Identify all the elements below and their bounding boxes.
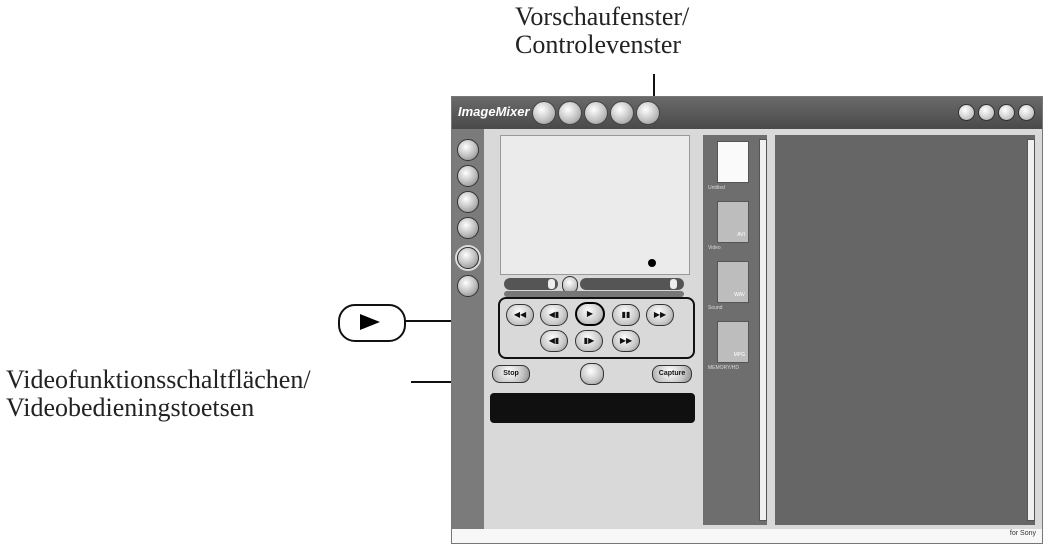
next-button[interactable]: ▶▶ [612, 330, 640, 352]
video-controls-group: ◀◀ ◀▮ ▶ ▮▮ ▶▶ ◀▮ ▮▶ ▶▶ [498, 297, 695, 359]
video-callout-line2: Videobedieningstoetsen [6, 393, 255, 422]
volume-slider[interactable] [504, 278, 558, 290]
toolbar-button-1[interactable] [532, 101, 556, 125]
untitled-thumbnail[interactable] [717, 141, 749, 183]
play-button-callout [338, 304, 406, 342]
record-button[interactable] [580, 363, 604, 385]
fast-forward-button[interactable]: ▶▶ [646, 304, 674, 326]
footer-bar: for Sony [452, 529, 1042, 543]
content-panel [775, 135, 1035, 525]
media-type-panel: Untitled AVI Video WAV Sound MPG MEMORY/… [703, 135, 767, 525]
print-icon[interactable] [457, 275, 479, 297]
status-display [490, 393, 695, 423]
toolbar-button-4[interactable] [610, 101, 634, 125]
app-logo: ImageMixer [458, 104, 530, 119]
step-forward-button[interactable]: ▮▶ [575, 330, 603, 352]
video-capture-icon[interactable] [457, 247, 479, 269]
position-slider[interactable] [580, 278, 684, 290]
album-icon[interactable] [457, 165, 479, 187]
step-back-button[interactable]: ◀▮ [540, 330, 568, 352]
position-slider-thumb[interactable] [670, 279, 677, 289]
edit-icon[interactable] [457, 217, 479, 239]
prev-frame-button[interactable]: ◀▮ [540, 304, 568, 326]
volume-slider-thumb[interactable] [548, 279, 555, 289]
thumbnail-format: MPG [733, 352, 745, 358]
capture-button[interactable]: Capture [652, 365, 692, 383]
brand-label: for Sony [1009, 530, 1036, 537]
sound-thumbnail[interactable]: WAV [717, 261, 749, 303]
video-thumbnail[interactable]: AVI [717, 201, 749, 243]
disc-icon[interactable] [457, 191, 479, 213]
seek-bar[interactable] [504, 291, 684, 297]
title-bar: ImageMixer [452, 97, 1042, 129]
thumbnail-label: MEMORY/HD [708, 365, 740, 371]
media-panel-scrollbar[interactable] [759, 139, 767, 521]
video-buttons-callout: Videofunktionsschaltflächen/ Videobedien… [6, 366, 311, 422]
minimize-icon[interactable] [998, 104, 1015, 121]
thumbnail-label: Video [708, 245, 721, 251]
video-callout-line1: Videofunktionsschaltflächen/ [6, 365, 311, 394]
import-icon[interactable] [457, 139, 479, 161]
imagemixer-window: ImageMixer ◀◀ ◀▮ ▶ ▮▮ ▶▶ ◀▮ ▮▶ ▶▶ [451, 96, 1043, 544]
preview-window-callout: Vorschaufenster/ Controlevenster [515, 3, 689, 59]
rewind-button[interactable]: ◀◀ [506, 304, 534, 326]
play-button[interactable]: ▶ [575, 302, 605, 326]
thumbnail-format: WAV [734, 292, 745, 298]
pause-button[interactable]: ▮▮ [612, 304, 640, 326]
help-icon[interactable] [958, 104, 975, 121]
content-panel-scrollbar[interactable] [1027, 139, 1035, 521]
close-icon[interactable] [1018, 104, 1035, 121]
stop-button[interactable]: Stop [492, 365, 530, 383]
thumbnail-label: Untitled [708, 185, 725, 191]
preview-callout-line1: Vorschaufenster/ [515, 2, 690, 31]
toolbar-button-3[interactable] [584, 101, 608, 125]
play-icon [360, 314, 380, 330]
toolbar-button-2[interactable] [558, 101, 582, 125]
preview-callout-line2: Controlevenster [515, 30, 682, 59]
preview-callout-dot [648, 259, 656, 267]
preview-window [500, 135, 690, 275]
settings-icon[interactable] [978, 104, 995, 121]
left-toolbar [452, 129, 484, 529]
memory-thumbnail[interactable]: MPG [717, 321, 749, 363]
thumbnail-label: Sound [708, 305, 723, 311]
thumbnail-format: AVI [737, 232, 745, 238]
toolbar-button-5[interactable] [636, 101, 660, 125]
